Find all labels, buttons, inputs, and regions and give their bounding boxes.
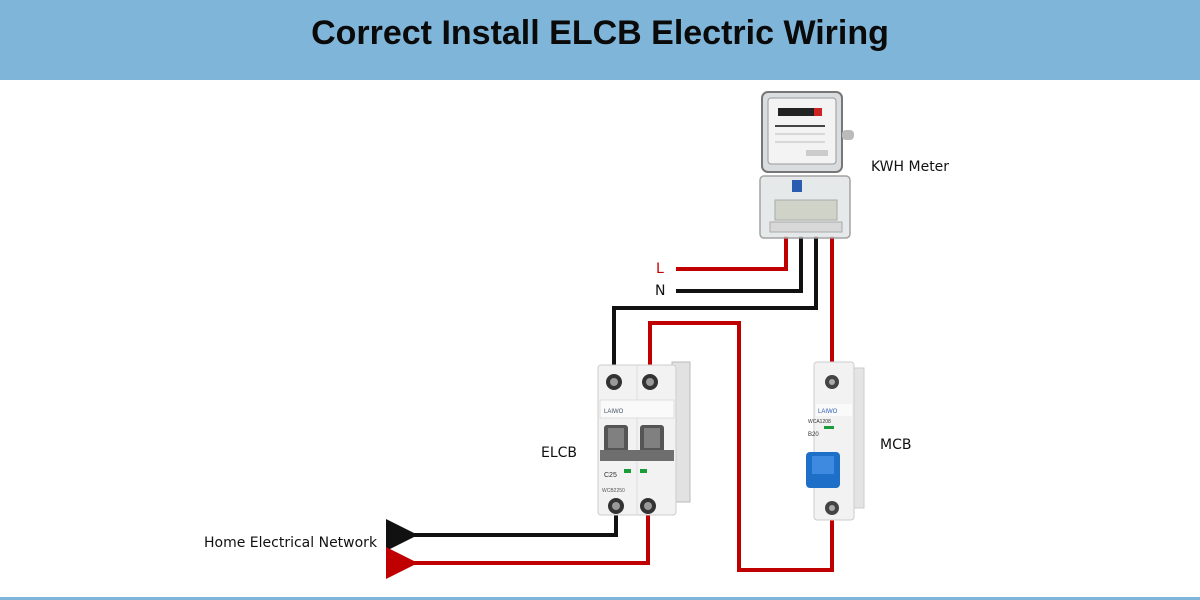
elcb-rating: C25 — [604, 472, 617, 479]
wire-neutral-out — [386, 508, 618, 551]
live-label: L — [656, 261, 664, 277]
wire-mcb-to-elcb — [648, 321, 834, 572]
header-banner: Correct Install ELCB Electric Wiring — [0, 0, 1200, 80]
mcb-device: LAIWO WCA1208 B20 — [806, 361, 865, 521]
mcb-brand: LAIWO — [818, 409, 838, 415]
mcb-label: MCB — [880, 437, 912, 453]
elcb-label: ELCB — [541, 445, 578, 461]
mcb-model: WCA1208 — [808, 419, 831, 425]
page-title: Correct Install ELCB Electric Wiring — [311, 14, 889, 52]
elcb-brand: LAIWO — [604, 409, 624, 415]
kwh-meter — [759, 91, 854, 239]
elcb-device: LAIWO C25 WCB2250 — [597, 361, 691, 516]
elcb-model: WCB2250 — [602, 488, 625, 494]
footer-divider — [0, 597, 1200, 600]
neutral-label: N — [655, 283, 666, 299]
kwh-meter-label: KWH Meter — [871, 159, 950, 175]
mcb-rating: B20 — [808, 432, 819, 438]
home-network-label: Home Electrical Network — [204, 535, 378, 551]
wire-live-out — [386, 508, 650, 579]
wire-live-incoming — [676, 236, 788, 271]
wire-neutral-incoming — [676, 236, 803, 293]
wire-neutral-to-elcb — [612, 236, 818, 378]
